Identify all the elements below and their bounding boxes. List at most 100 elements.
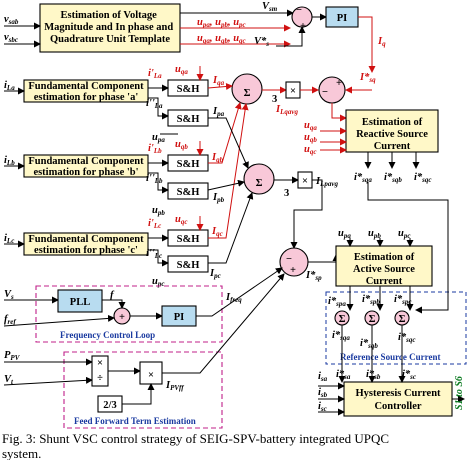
wire-iq bbox=[358, 16, 376, 73]
label-ispb: i*spb bbox=[362, 294, 380, 306]
label-i2la: i''La bbox=[146, 98, 163, 110]
pll-block bbox=[57, 289, 103, 313]
voltage-template-text: Estimation of Voltage Magnitude and In p… bbox=[44, 10, 176, 45]
figure-caption-line-2: system. bbox=[2, 446, 41, 460]
wire-isq-ref bbox=[331, 103, 347, 122]
label-uqa-r: uqa bbox=[304, 120, 317, 132]
wire-ipvff bbox=[162, 273, 285, 374]
label-switches: S1 to S6 bbox=[454, 376, 465, 410]
label-upb-top: upb bbox=[368, 228, 381, 240]
label-iq: Iq bbox=[377, 36, 386, 48]
label-iqa: Iqa bbox=[212, 75, 225, 87]
label-upc-top: upc bbox=[398, 228, 410, 240]
label-isc-ref: i*sc bbox=[402, 369, 416, 381]
label-vs: Vs bbox=[4, 289, 14, 301]
label-ifreq: Ifreq bbox=[225, 292, 242, 304]
wire-vt bbox=[3, 376, 93, 386]
label-i2lb: i''Lb bbox=[146, 173, 163, 185]
wire-i2lc bbox=[148, 249, 169, 267]
label-ppv: PPV bbox=[4, 350, 21, 362]
label-i1lc: i'Lc bbox=[148, 218, 161, 230]
sh-qb-label: S&H bbox=[177, 159, 200, 170]
label-uqb: uqb bbox=[175, 139, 188, 151]
label-upa-top: upa bbox=[338, 228, 351, 240]
wire-iqa bbox=[207, 83, 233, 90]
feed-forward-label: Feed Forward Term Estimation bbox=[74, 416, 196, 426]
label-isa: isa bbox=[318, 371, 328, 383]
label-ilpavg: ILpavg bbox=[315, 176, 338, 188]
reference-current-box bbox=[325, 291, 467, 365]
label-i1lb: i'Lb bbox=[148, 143, 162, 155]
label-vt: Vt bbox=[4, 374, 14, 386]
label-iqc: Iqc bbox=[211, 226, 223, 238]
label-isqa-ref: i*sqa bbox=[332, 330, 350, 342]
label-isb: isb bbox=[318, 387, 328, 399]
reactive-sum-symbol: Σ bbox=[244, 88, 251, 99]
ff-divide-bottom: ÷ bbox=[97, 373, 103, 384]
wire-iqb bbox=[208, 102, 242, 164]
label-upb: upb bbox=[152, 205, 165, 217]
sh-qc-label: S&H bbox=[177, 234, 200, 245]
ref-junction-b-sym: Σ bbox=[369, 314, 376, 325]
label-ipvff: IPVff bbox=[165, 380, 184, 392]
label-isa-ref: i*sa bbox=[336, 369, 351, 381]
wire-ipa bbox=[208, 117, 249, 169]
wire-vs-ref bbox=[276, 26, 306, 47]
freq-loop-label: Frequency Control Loop bbox=[60, 330, 155, 340]
hysteresis-block bbox=[343, 381, 453, 417]
voltage-template-line-3: Quadrature Unit Template bbox=[50, 34, 170, 45]
wire-isq-feed bbox=[367, 182, 449, 314]
active-junction-minus: − bbox=[286, 254, 292, 265]
freq-junction-sign: + bbox=[119, 312, 125, 323]
reactive-divisor: 3 bbox=[272, 94, 277, 105]
reactive-junction-plus: + bbox=[336, 78, 342, 89]
label-i2lc: i''Lc bbox=[146, 248, 162, 260]
label-vsm: Vsm bbox=[262, 1, 278, 13]
active-divisor: 3 bbox=[284, 188, 289, 199]
wire-ifreq bbox=[196, 267, 283, 317]
active-junction-plus: + bbox=[290, 265, 296, 276]
label-vs-ref: V*s bbox=[254, 36, 269, 48]
figure-caption-line-1: Fig. 3: Shunt VSC control strategy of SE… bbox=[2, 431, 389, 446]
wire-ipc bbox=[208, 192, 254, 264]
label-isqa: i*sqa bbox=[354, 172, 372, 184]
pi-frequency-label: PI bbox=[174, 312, 185, 323]
label-uqc-r: uqc bbox=[304, 144, 316, 156]
voltage-template-block bbox=[39, 3, 181, 53]
active-sum-symbol: Σ bbox=[256, 178, 263, 189]
label-ipa: Ipa bbox=[212, 106, 225, 118]
wire-ff-gain bbox=[122, 383, 155, 405]
label-iqb: Iqb bbox=[211, 152, 224, 164]
label-isc: isc bbox=[318, 401, 327, 413]
feed-forward-box bbox=[63, 351, 223, 429]
wire-f bbox=[102, 299, 126, 309]
active-source-block bbox=[335, 245, 433, 287]
wire-isp-ref bbox=[308, 254, 340, 263]
label-isq-ref: I*sq bbox=[359, 72, 376, 84]
label-fref: fref bbox=[4, 314, 16, 326]
label-i1la: i'La bbox=[148, 68, 162, 80]
label-isp-ref: I*sp bbox=[305, 270, 322, 282]
label-ipc: Ipc bbox=[209, 268, 221, 280]
wire-ipb bbox=[207, 179, 245, 191]
wire-ilpavg bbox=[290, 179, 323, 249]
ref-junction-c-sym: Σ bbox=[399, 314, 406, 325]
label-ipb: Ipb bbox=[212, 192, 225, 204]
label-uqabc: uqa, uqb, uqc bbox=[197, 33, 246, 45]
label-ilb: iLb bbox=[4, 155, 15, 167]
ff-gain-label: 2/3 bbox=[103, 400, 116, 411]
label-isqb: i*sqb bbox=[384, 172, 402, 184]
wire-i2la bbox=[148, 97, 169, 120]
sh-pb-label: S&H bbox=[177, 187, 200, 198]
junction-minus-top: − bbox=[296, 5, 302, 16]
pll-label: PLL bbox=[70, 297, 90, 308]
label-ispc: i*spc bbox=[394, 294, 412, 306]
label-ispa: i*spa bbox=[328, 296, 346, 308]
